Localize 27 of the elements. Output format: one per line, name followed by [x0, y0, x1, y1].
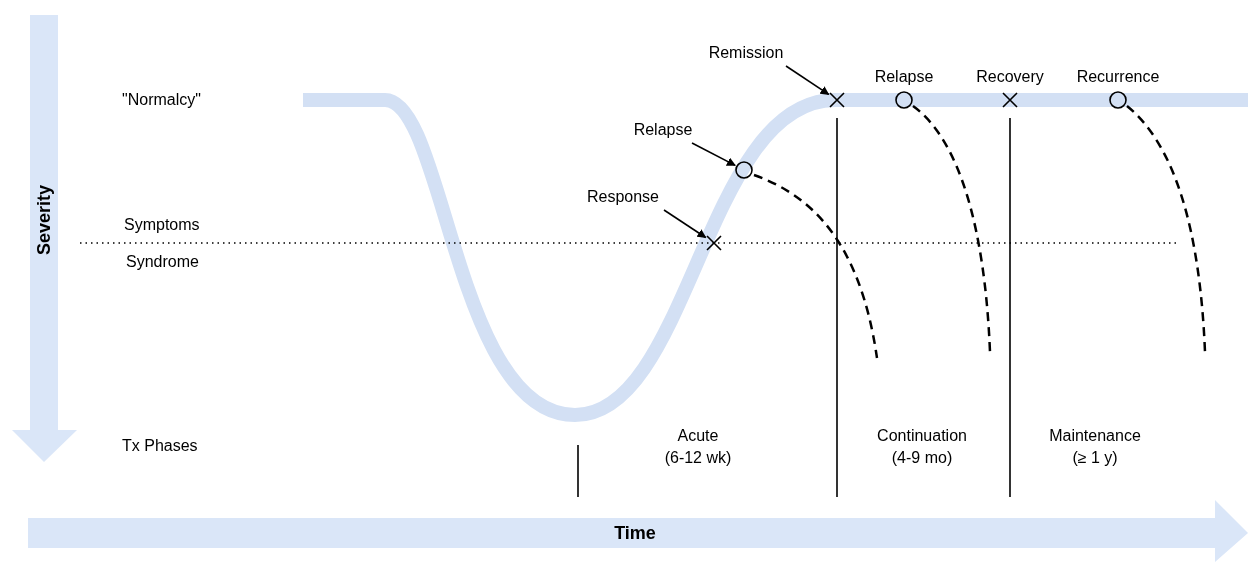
- level-label: "Normalcy": [122, 90, 201, 110]
- leader-arrow: [691, 142, 736, 167]
- leader-arrow: [785, 65, 830, 96]
- level-label: Syndrome: [126, 252, 199, 272]
- circle-mark: [895, 91, 913, 109]
- level-label: Symptoms: [124, 215, 200, 235]
- phase-label: Maintenance: [1049, 426, 1141, 446]
- phase-label: Acute: [677, 426, 719, 446]
- phase-label: Continuation: [877, 426, 967, 446]
- point-label: Recurrence: [1076, 67, 1160, 87]
- phase-label: (≥ 1 y): [1072, 448, 1118, 468]
- phase-label: (6-12 wk): [664, 448, 732, 468]
- leader-arrow: [663, 209, 707, 239]
- phase-label: (4-9 mo): [891, 448, 953, 468]
- axis-label: Severity: [32, 184, 55, 256]
- cross-mark: [705, 234, 723, 252]
- cross-mark: [828, 91, 846, 109]
- circle-mark: [735, 161, 753, 179]
- callout-text: Response: [586, 187, 659, 207]
- point-label: Recovery: [976, 67, 1044, 87]
- cross-mark: [1001, 91, 1019, 109]
- level-label: Tx Phases: [122, 436, 198, 456]
- point-label: Relapse: [874, 67, 934, 87]
- callout-text: Relapse: [633, 120, 693, 140]
- axis-label: Time: [614, 521, 656, 545]
- circle-mark: [1109, 91, 1127, 109]
- callout-text: Remission: [708, 43, 784, 63]
